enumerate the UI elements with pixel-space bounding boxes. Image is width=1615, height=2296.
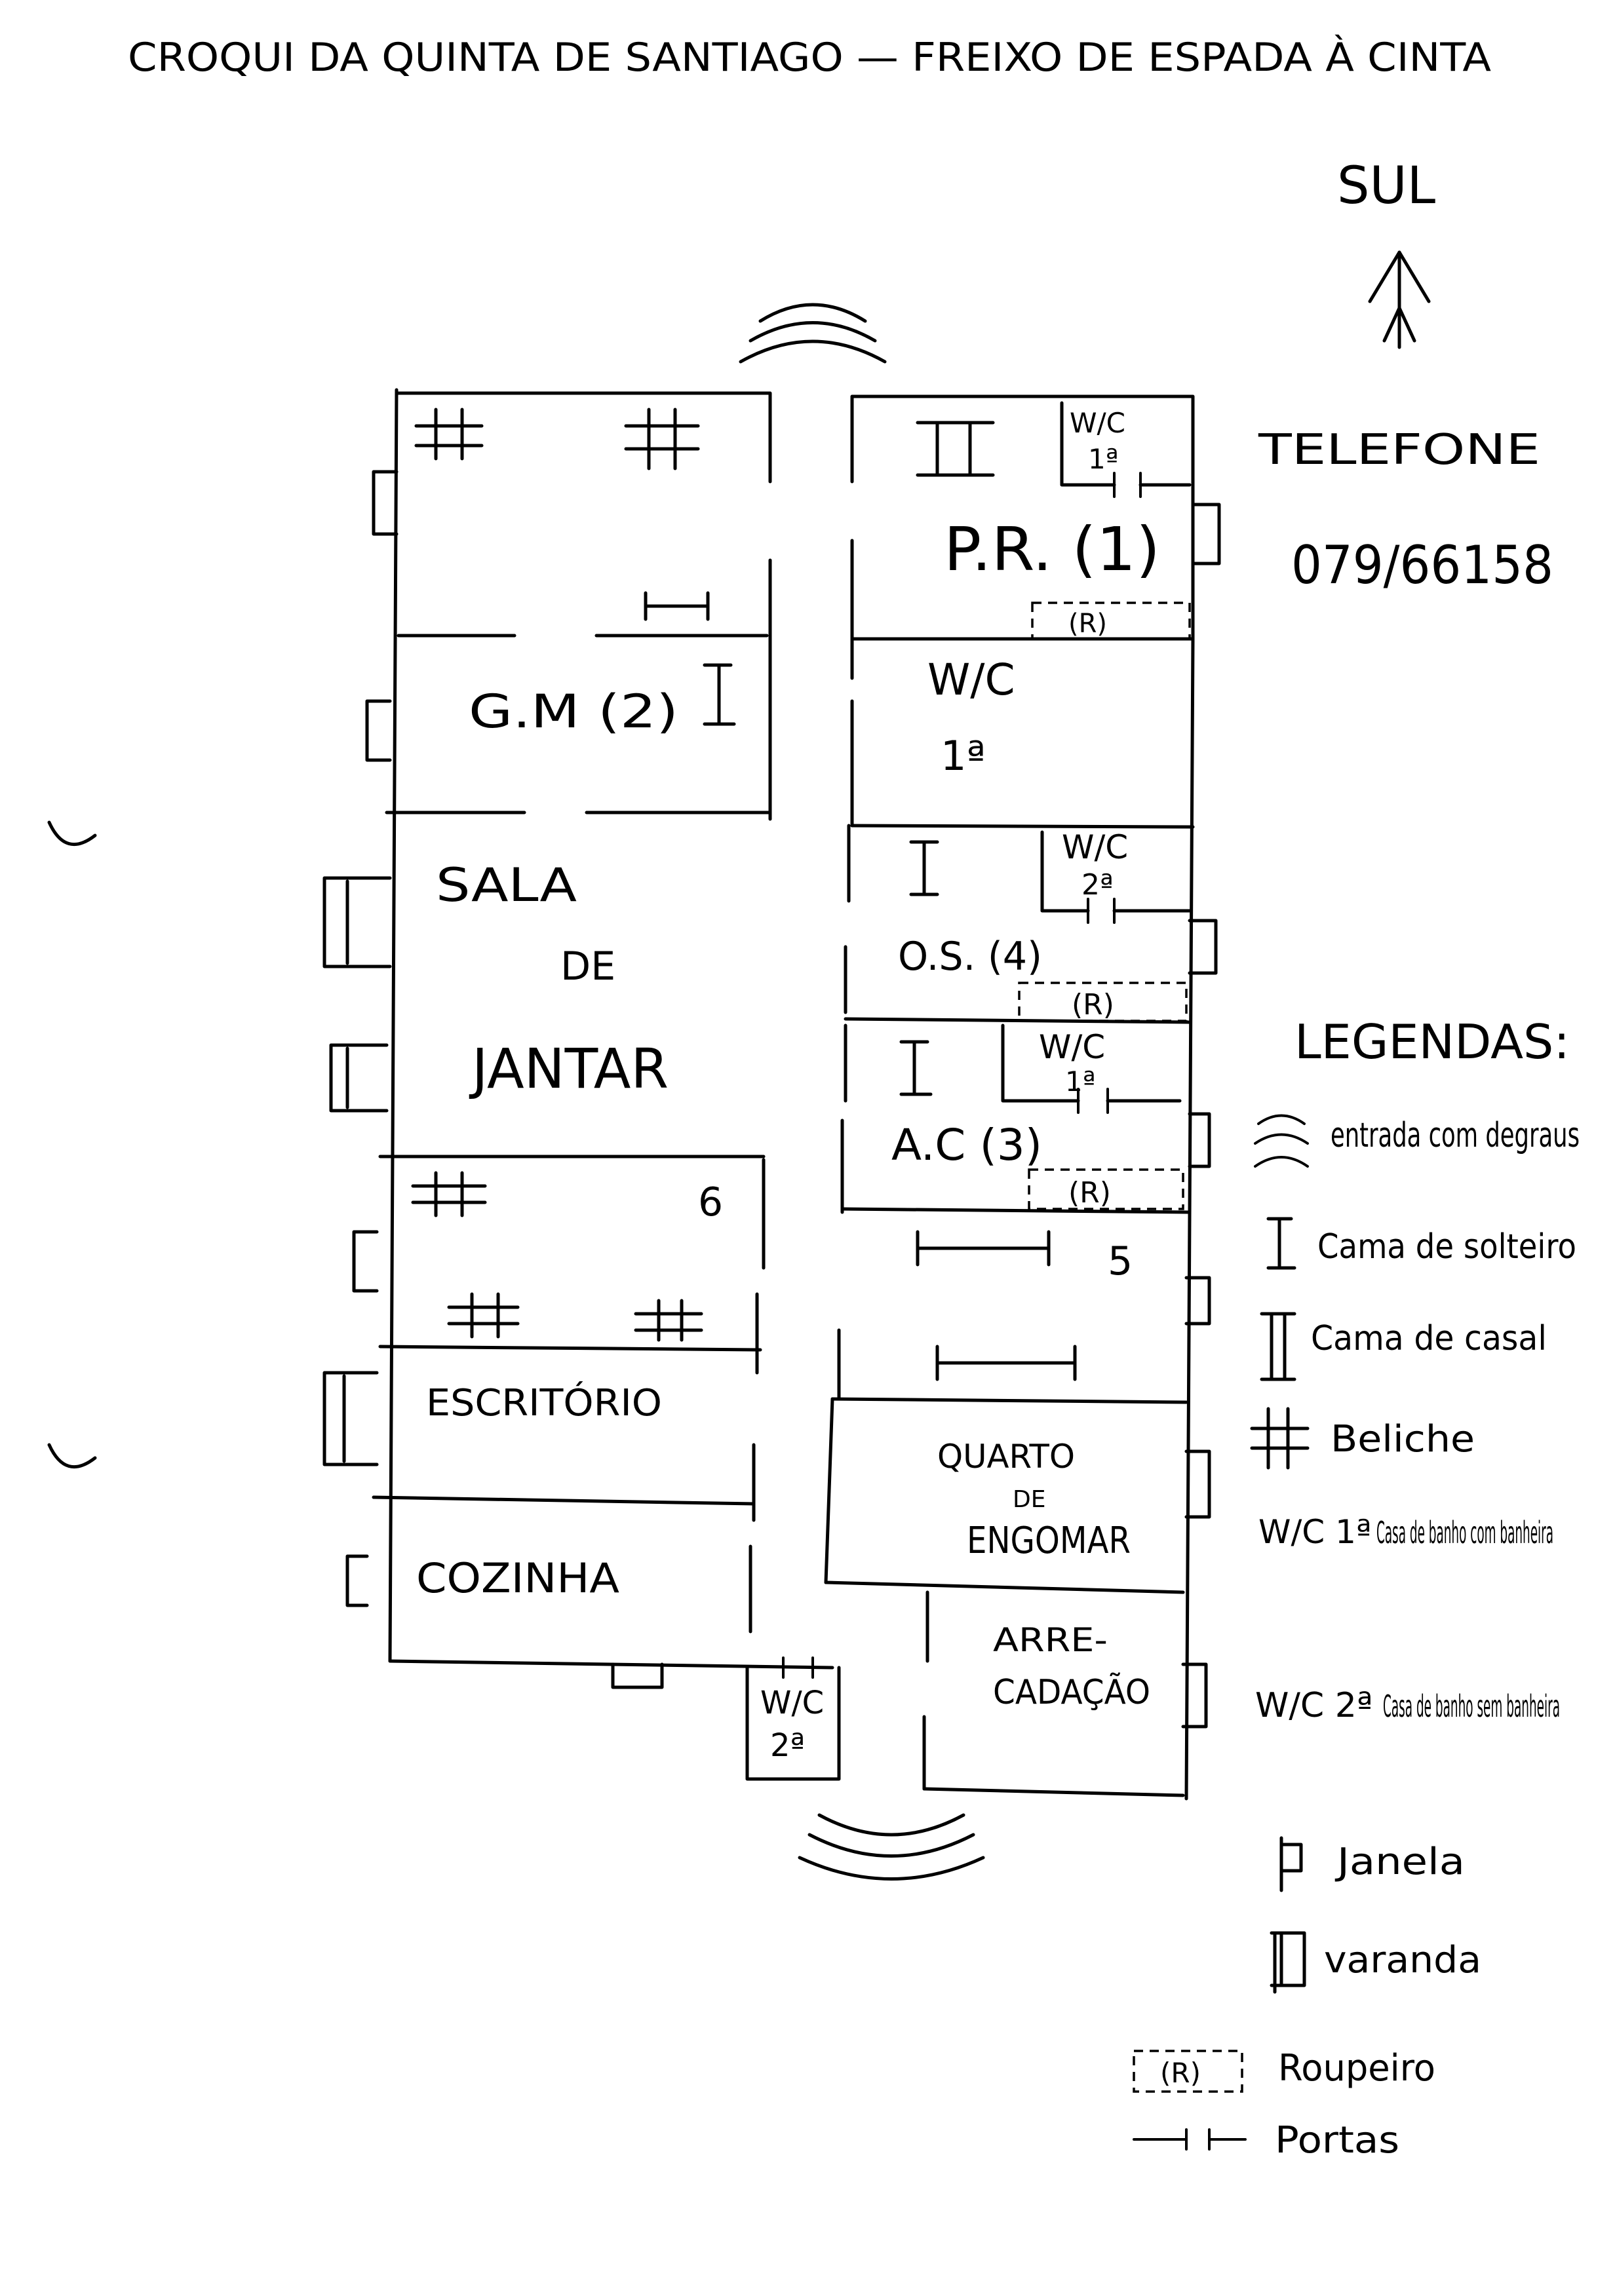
- legend-solteiro: Cama de solteiro: [1317, 1227, 1576, 1267]
- legend-wc1-desc: Casa de banho com banheira: [1376, 1515, 1553, 1550]
- room-os-label: O.S. (4): [898, 934, 1042, 980]
- windows-right: [1181, 503, 1221, 1729]
- beliche-icon: [447, 1292, 520, 1339]
- beliche-icon: [634, 1299, 703, 1342]
- room-escritorio-label: ESCRITÓRIO: [426, 1382, 662, 1425]
- room-5-label: 5: [1108, 1238, 1133, 1284]
- room-os-wc-label: W/C: [1062, 828, 1128, 866]
- legend-roupeiro-icon: [1133, 2050, 1243, 2093]
- cama-solteiro-icon: [644, 591, 710, 621]
- cama-solteiro-icon: [916, 1230, 1051, 1267]
- legend-janela: Janela: [1335, 1841, 1465, 1883]
- room-quarto-label-1: QUARTO: [937, 1438, 1075, 1476]
- legend-portas: Portas: [1275, 2119, 1399, 2162]
- orientation-label: SUL: [1337, 157, 1436, 216]
- room-arrecadacao-label-2: CADAÇÃO: [993, 1672, 1150, 1712]
- roupeiro-os-label: (R): [1072, 988, 1114, 1022]
- page-title: CROQUI DA QUINTA DE SANTIAGO — FREIXO DE…: [128, 34, 1491, 81]
- room-sala-label-2: DE: [560, 944, 615, 989]
- entrada-bottom-icon: [798, 1813, 985, 1881]
- room-wc-small-sub: 2ª: [770, 1727, 805, 1764]
- legend-entrada: entrada com degraus: [1331, 1116, 1580, 1155]
- orientation-arrow-icon: [1368, 250, 1431, 349]
- room-wc-big-label: W/C: [927, 655, 1015, 705]
- legend-wc2-code: W/C 2ª: [1255, 1686, 1372, 1725]
- telefone-number: 079/66158: [1291, 535, 1553, 596]
- room-os-wc-sub: 2ª: [1081, 868, 1114, 902]
- room-wc-small-label: W/C: [760, 1685, 824, 1721]
- legend-entrada-icon: [1254, 1114, 1309, 1168]
- room-wc-big-sub: 1ª: [941, 732, 986, 780]
- roupeiro-pr-label: (R): [1068, 609, 1107, 639]
- windows-left: [345, 470, 664, 1689]
- beliche-icon: [411, 1171, 487, 1217]
- room-arrecadacao-label-1: ARRE-: [993, 1621, 1108, 1659]
- room-ac-wc-sub: 1ª: [1065, 1065, 1096, 1098]
- legend-roupeiro: Roupeiro: [1278, 2047, 1435, 2090]
- legend-casal: Cama de casal: [1311, 1319, 1547, 1358]
- beliche-icon: [414, 408, 484, 461]
- small-wc-box: [745, 1656, 841, 1781]
- legend-wc1-code: W/C 1ª: [1258, 1513, 1371, 1551]
- legend-varanda-icon: [1270, 1931, 1306, 1994]
- roupeiro-ac: [1028, 1168, 1184, 1210]
- os-wc-box: [1040, 830, 1192, 924]
- beliche-icon: [624, 408, 700, 470]
- legend-beliche: Beliche: [1331, 1418, 1475, 1461]
- legend-beliche-icon: [1250, 1407, 1310, 1470]
- varandas: [322, 876, 392, 1466]
- roupeiro-pr: [1031, 602, 1191, 640]
- legend-solteiro-icon: [1266, 1217, 1296, 1270]
- legend-roupeiro-symbol: (R): [1160, 2057, 1201, 2089]
- cama-solteiro-icon: [899, 1040, 933, 1096]
- room-ac-wc-label: W/C: [1039, 1028, 1105, 1066]
- room-pr-label: P.R. (1): [944, 514, 1160, 584]
- room-quarto-label-3: ENGOMAR: [967, 1520, 1131, 1562]
- legend-varanda: varanda: [1324, 1939, 1481, 1981]
- room-gm-label: G.M (2): [469, 685, 678, 738]
- room-cozinha-label: COZINHA: [416, 1554, 619, 1602]
- margin-mark-upper: [47, 820, 97, 847]
- margin-mark-lower: [47, 1443, 97, 1469]
- ac-wc-box: [1001, 1024, 1182, 1114]
- roupeiro-os: [1018, 982, 1188, 1022]
- pr-wc-box: [1060, 401, 1192, 498]
- cama-solteiro-icon: [909, 840, 939, 896]
- room-sala-label-3: JANTAR: [469, 1037, 669, 1101]
- room-6-label: 6: [698, 1179, 723, 1225]
- room-sala-label-1: SALA: [436, 858, 577, 912]
- left-wing-walls: [372, 388, 834, 1670]
- roupeiro-ac-label: (R): [1068, 1176, 1111, 1210]
- legend-casal-icon: [1260, 1312, 1296, 1381]
- room-ac-label: A.C (3): [891, 1120, 1042, 1170]
- entrada-top-icon: [739, 303, 887, 364]
- right-wing-walls: [824, 394, 1195, 1801]
- room-pr-wc-sub: 1ª: [1088, 443, 1119, 475]
- legend-title: LEGENDAS:: [1294, 1014, 1570, 1069]
- legend-wc2-desc: Casa de banho sem banheira: [1383, 1689, 1560, 1724]
- room-quarto-label-2: DE: [1013, 1486, 1045, 1513]
- cama-solteiro-icon: [703, 663, 736, 726]
- room-pr-wc-label: W/C: [1070, 407, 1125, 439]
- telefone-label: TELEFONE: [1258, 426, 1540, 474]
- cama-solteiro-icon: [935, 1345, 1077, 1381]
- cama-casal-icon: [916, 421, 995, 477]
- legend-janela-icon: [1279, 1836, 1303, 1892]
- legend-portas-icon: [1133, 2128, 1247, 2151]
